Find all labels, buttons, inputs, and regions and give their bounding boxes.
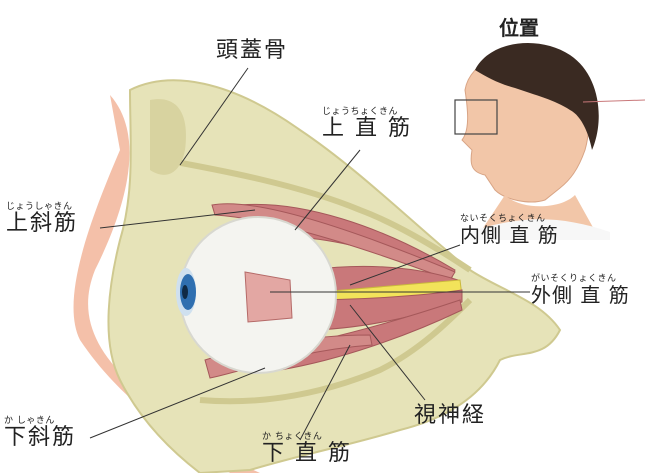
label-skull: 頭蓋骨 <box>216 40 288 62</box>
label-superior-rectus: じょうちょくきん 上 直 筋 <box>322 108 412 140</box>
head-position-thumbnail <box>455 43 645 240</box>
label-inferior-rectus: か ちょくきん 下 直 筋 <box>262 433 352 465</box>
label-inferior-oblique-text: 下斜筋 <box>4 427 76 449</box>
label-optic-nerve-text: 視神経 <box>414 405 486 427</box>
label-medial-rectus-text: 内側 直 筋 <box>460 225 559 245</box>
muscle-insertion <box>245 272 292 322</box>
label-superior-rectus-text: 上 直 筋 <box>322 118 412 140</box>
label-lateral-rectus: がいそくりょくきん 外側 直 筋 <box>531 275 630 305</box>
label-optic-nerve: 視神経 <box>414 405 486 427</box>
label-inferior-rectus-text: 下 直 筋 <box>262 443 352 465</box>
label-inferior-oblique: か しゃきん 下斜筋 <box>4 417 76 449</box>
label-skull-text: 頭蓋骨 <box>216 40 288 62</box>
label-lateral-rectus-text: 外側 直 筋 <box>531 285 630 305</box>
label-medial-rectus: ないそくちょくきん 内側 直 筋 <box>460 215 559 245</box>
label-superior-oblique-text: 上斜筋 <box>6 213 78 235</box>
label-superior-oblique: じょうしゃきん 上斜筋 <box>6 203 78 235</box>
position-title: 位置 <box>499 12 539 41</box>
pupil <box>182 285 188 299</box>
